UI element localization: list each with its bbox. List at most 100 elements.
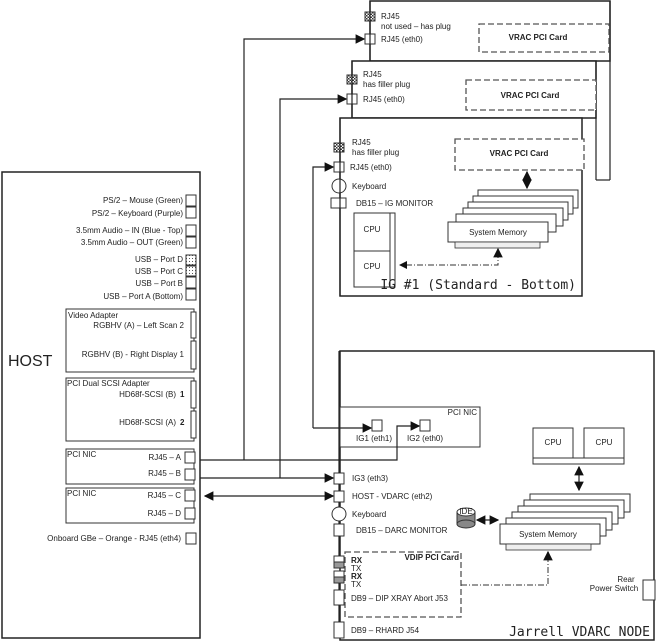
vdarc-chassis: Jarrell VDARC NODE PCI NIC IG1 (eth1) IG… xyxy=(331,350,656,641)
vdarc-ig2-port-label: IG2 (eth0) xyxy=(407,434,443,443)
ig2-chassis: RJ45 has filler plug RJ45 (eth0) VRAC PC… xyxy=(346,60,597,180)
db9-rhard-port[interactable] xyxy=(333,621,345,639)
ig1-cpu-1-label: CPU xyxy=(364,225,381,234)
ig2-vrac-pci-card xyxy=(465,79,597,111)
scsi-a-number: 2 xyxy=(180,418,185,427)
rx2-port[interactable] xyxy=(333,570,345,578)
ig1-chassis: RJ45 has filler plug RJ45 (eth0) Keyboar… xyxy=(330,117,585,297)
ig1-rj45-plug-label: RJ45 xyxy=(352,138,371,147)
audio-in-port[interactable] xyxy=(185,224,197,237)
rx1-port[interactable] xyxy=(333,555,345,563)
usb-a-label: USB – Port A (Bottom) xyxy=(103,292,183,301)
usb-d-port[interactable] xyxy=(185,254,197,266)
rj45-d-label: RJ45 – D xyxy=(148,509,182,518)
scsi-a-port[interactable] xyxy=(190,410,197,439)
rear-power-label-1: Rear xyxy=(617,575,635,584)
tx1-port[interactable] xyxy=(333,561,345,569)
rx2-label: RX xyxy=(351,572,363,581)
scsi-adapter-title: PCI Dual SCSI Adapter xyxy=(67,379,150,388)
vdarc-memory-stack: System Memory xyxy=(499,493,631,551)
host-title: HOST xyxy=(8,353,53,370)
cable-host-ig2 xyxy=(279,94,348,478)
ig1-cpu-2-label: CPU xyxy=(364,262,381,271)
vdarc-cpu-board xyxy=(532,457,625,465)
cable-ig2-nic xyxy=(200,421,421,461)
ig3-rj45-plug-note: not used – has plug xyxy=(381,22,451,31)
rj45-c-label: RJ45 – C xyxy=(148,491,182,500)
rx1-label: RX xyxy=(351,556,363,565)
cable-ig1-nic xyxy=(312,162,335,428)
ig2-rj45-plug-label: RJ45 xyxy=(363,70,382,79)
rgbhv-b-port[interactable] xyxy=(190,340,197,370)
usb-c-port[interactable] xyxy=(185,265,197,277)
vdarc-ig1-port[interactable] xyxy=(371,419,383,432)
ig1-title: IG #1 (Standard - Bottom) xyxy=(380,278,576,293)
vdarc-cpu-2 xyxy=(583,427,625,459)
ps2-keyboard-label: PS/2 – Keyboard (Purple) xyxy=(92,209,183,218)
vdarc-memory-label: System Memory xyxy=(519,530,577,539)
ide-label: IDE xyxy=(459,507,472,516)
ig3-vrac-label: VRAC PCI Card xyxy=(509,33,568,42)
vdarc-keyboard-label: Keyboard xyxy=(352,510,386,519)
ps2-mouse-label: PS/2 – Mouse (Green) xyxy=(103,196,183,205)
vdip-label: VDIP PCI Card xyxy=(404,553,459,562)
vdarc-cpu-1 xyxy=(532,427,574,459)
scsi-adapter: PCI Dual SCSI Adapter HD68f-SCSI (B) 1 H… xyxy=(65,377,197,442)
scsi-b-label: HD68f-SCSI (B) xyxy=(119,390,176,399)
audio-out-port[interactable] xyxy=(185,236,197,249)
ig1-monitor-port[interactable] xyxy=(330,197,347,209)
rear-power-switch[interactable] xyxy=(642,579,656,601)
rear-power-label-2: Power Switch xyxy=(590,584,638,593)
db9-abort-port[interactable] xyxy=(333,589,345,606)
ig1-keyboard-port[interactable] xyxy=(331,178,347,194)
onboard-gbe-port[interactable] xyxy=(185,532,197,545)
tx2-label: TX xyxy=(351,580,362,589)
scsi-a-label: HD68f-SCSI (A) xyxy=(119,418,176,427)
rgbhv-a-label: RGBHV (A) – Left Scan 2 xyxy=(93,321,184,330)
rj45-c-port[interactable] xyxy=(184,489,196,502)
vdarc-title: Jarrell VDARC NODE xyxy=(509,625,650,640)
audio-out-label: 3.5mm Audio – OUT (Green) xyxy=(81,238,183,247)
vdarc-monitor-port[interactable] xyxy=(333,523,345,537)
ig1-keyboard-label: Keyboard xyxy=(352,182,386,191)
vdarc-cpu-2-label: CPU xyxy=(596,438,613,447)
scsi-b-port[interactable] xyxy=(190,380,197,409)
ig1-rj45-plug xyxy=(333,142,345,153)
vdarc-ig3-port-label: IG3 (eth3) xyxy=(352,474,388,483)
ig3-rj45-plug-label: RJ45 xyxy=(381,12,400,21)
network-cables xyxy=(200,34,421,501)
usb-b-port[interactable] xyxy=(185,276,197,289)
ide-drive-icon: IDE xyxy=(456,507,476,529)
rj45-b-port[interactable] xyxy=(184,468,196,481)
ps2-mouse-port[interactable] xyxy=(185,194,197,207)
vdarc-host-port[interactable] xyxy=(333,490,345,503)
onboard-gbe-label: Onboard GBe – Orange - RJ45 (eth4) xyxy=(47,534,181,543)
ig1-cpu-2 xyxy=(353,250,391,288)
vdarc-ig2-port[interactable] xyxy=(419,419,431,432)
ig1-rj45-eth0-port[interactable] xyxy=(333,161,345,173)
ig1-memory-label: System Memory xyxy=(469,228,527,237)
vdarc-keyboard-port[interactable] xyxy=(331,506,347,522)
rgbhv-a-port[interactable] xyxy=(190,311,197,339)
vdarc-ig3-port[interactable] xyxy=(333,472,345,485)
ig1-vrac-pci-card xyxy=(454,138,585,171)
rj45-b-label: RJ45 – B xyxy=(148,469,181,478)
ig1-rj45-eth0-label: RJ45 (eth0) xyxy=(350,163,392,172)
video-adapter: Video Adapter RGBHV (A) – Left Scan 2 RG… xyxy=(65,308,197,373)
ig3-chassis: RJ45 not used – has plug RJ45 (eth0) VRA… xyxy=(364,0,611,181)
scsi-b-number: 1 xyxy=(180,390,185,399)
usb-c-label: USB – Port C xyxy=(135,267,183,276)
rj45-a-port[interactable] xyxy=(184,451,196,464)
nic2-title: PCI NIC xyxy=(67,489,97,498)
usb-a-port[interactable] xyxy=(185,288,197,301)
tx1-label: TX xyxy=(351,564,362,573)
ig2-rj45-plug-note: has filler plug xyxy=(363,80,410,89)
ig1-vrac-label: VRAC PCI Card xyxy=(490,149,549,158)
rj45-d-port[interactable] xyxy=(184,507,196,520)
usb-d-label: USB – Port D xyxy=(135,255,183,264)
db9-rhard-label: DB9 – RHARD J54 xyxy=(351,626,420,635)
rj45-a-label: RJ45 – A xyxy=(149,453,182,462)
tx2-port[interactable] xyxy=(333,576,345,584)
ps2-keyboard-port[interactable] xyxy=(185,206,197,219)
